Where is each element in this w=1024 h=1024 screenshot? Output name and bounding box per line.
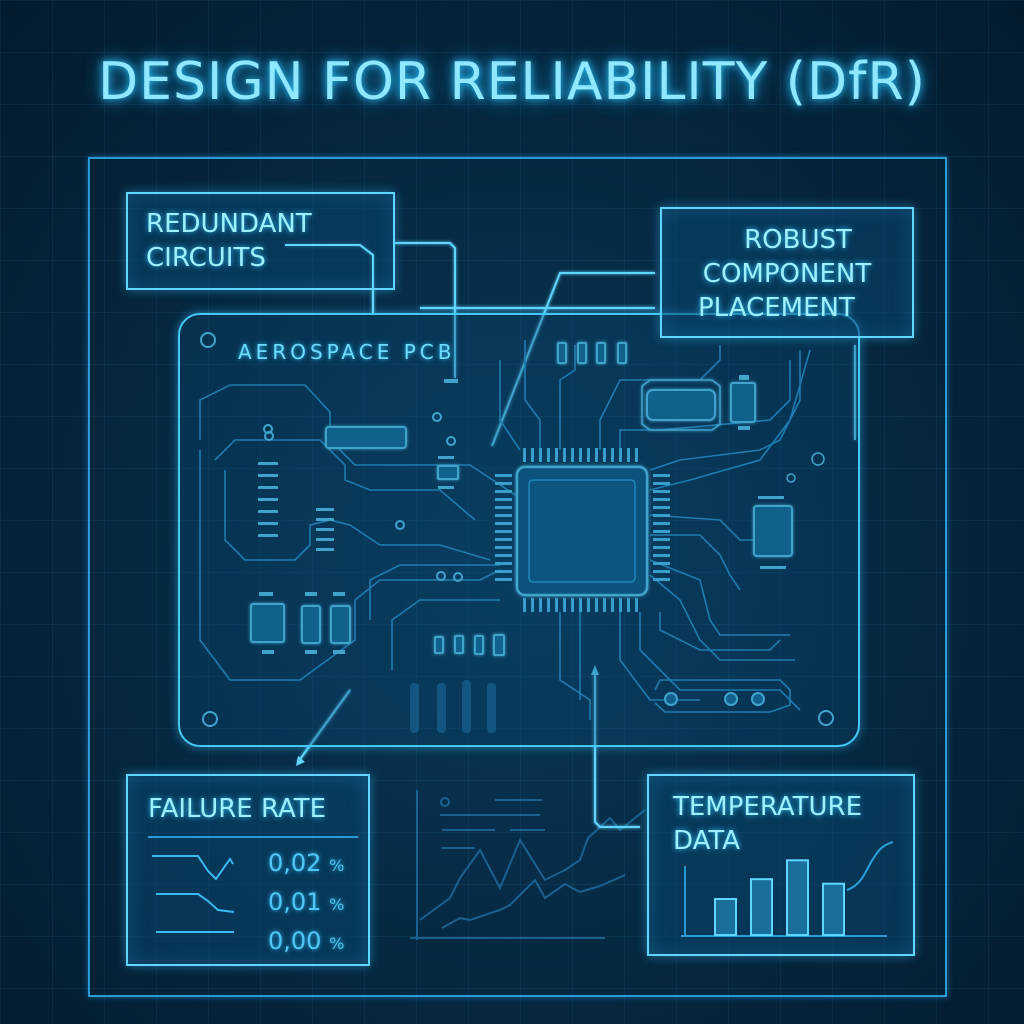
diagram-frame xyxy=(88,157,947,997)
callout-robust-line3: PLACEMENT xyxy=(698,293,855,323)
pcb-traces xyxy=(199,340,811,720)
failure-rate-value-1: 0,02 xyxy=(268,849,322,877)
page-title: DESIGN FOR RELIABILITY (DfR) xyxy=(98,52,926,112)
temperature-bar xyxy=(714,898,737,936)
temperature-line1: TEMPERATURE xyxy=(673,792,863,822)
processor-chip xyxy=(495,448,670,612)
callout-failure-rate: FAILURE RATE 0,02 % 0,01 % 0,00 % xyxy=(126,774,370,966)
failure-rate-unit-2: % xyxy=(329,895,345,914)
failure-rate-title: FAILURE RATE xyxy=(148,794,327,824)
callout-robust-placement: ROBUST COMPONENT PLACEMENT xyxy=(660,207,914,338)
failure-rate-divider xyxy=(148,836,358,838)
temperature-bar xyxy=(786,859,809,936)
temperature-bar-chart xyxy=(681,841,894,937)
pcb-label: AEROSPACE PCB xyxy=(238,340,456,364)
failure-rate-unit-3: % xyxy=(329,934,345,953)
arrow-icon xyxy=(591,665,599,675)
failure-rate-row-2: 0,01 % xyxy=(268,885,344,922)
pcb-bars xyxy=(410,680,496,733)
callout-robust-line1: ROBUST xyxy=(744,225,852,255)
callout-redundant-circuits: REDUNDANT CIRCUITS xyxy=(126,192,395,290)
callout-temperature-data: TEMPERATURE DATA xyxy=(647,774,915,956)
callout-robust-line2: COMPONENT xyxy=(702,259,872,289)
failure-rate-value-3: 0,00 xyxy=(268,927,322,955)
arrow-icon xyxy=(296,756,305,766)
temperature-line2: DATA xyxy=(673,826,740,856)
failure-rate-value-2: 0,01 xyxy=(268,888,322,916)
callout-redundant-line2: CIRCUITS xyxy=(146,243,266,273)
pcb-pads xyxy=(258,375,786,654)
failure-rate-row-1: 0,02 % xyxy=(268,846,344,883)
temperature-bar xyxy=(750,878,773,936)
failure-rate-unit-1: % xyxy=(329,856,345,875)
failure-rate-sparklines xyxy=(152,855,235,933)
pcb-vias xyxy=(200,332,834,727)
temperature-bar xyxy=(822,882,845,936)
aerospace-pcb-board xyxy=(178,313,860,747)
callout-redundant-line1: REDUNDANT xyxy=(146,209,312,239)
background-line-chart xyxy=(410,790,646,940)
failure-rate-row-3: 0,00 % xyxy=(268,924,344,961)
pcb-components xyxy=(250,342,793,656)
